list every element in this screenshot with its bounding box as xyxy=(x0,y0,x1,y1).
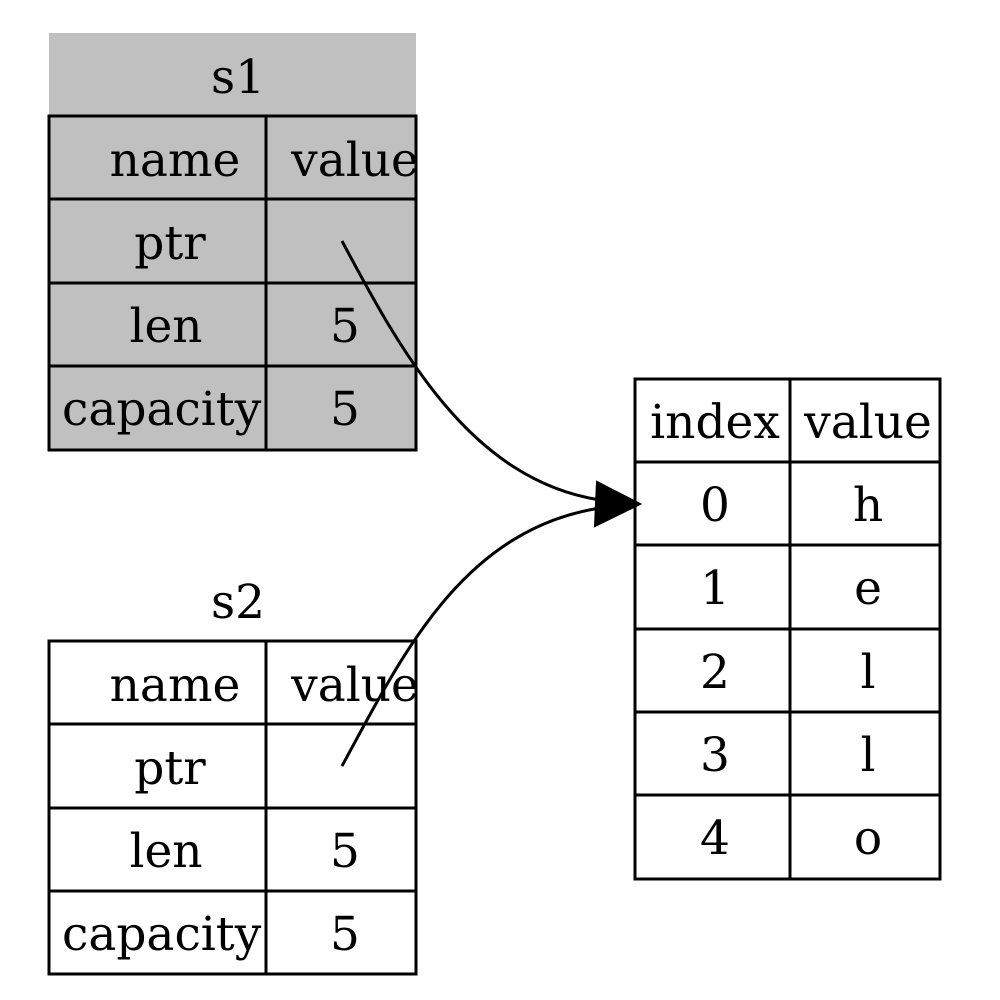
s2-title: s2 xyxy=(211,575,265,630)
s1-header-value: value xyxy=(290,133,419,188)
heap-table: index value 0 h 1 e 2 l 3 l 4 o xyxy=(633,377,942,881)
s1-ptr-label: ptr xyxy=(134,216,206,271)
heap-value-cell: o xyxy=(854,811,882,866)
heap-header-index: index xyxy=(650,395,780,450)
s1-len-label: len xyxy=(129,299,202,354)
s2-len-label: len xyxy=(129,824,202,879)
heap-value-cell: e xyxy=(854,561,882,616)
heap-value-cell: h xyxy=(853,478,883,533)
heap-index-cell: 2 xyxy=(700,645,730,700)
s2-header-value: value xyxy=(290,658,419,713)
s2-ptr-arrow xyxy=(340,506,601,767)
s1-table: s1 name value ptr len 5 capacity 5 xyxy=(47,33,419,452)
s1-capacity-value: 5 xyxy=(330,382,360,437)
s2-capacity-value: 5 xyxy=(330,907,360,962)
s1-len-value: 5 xyxy=(330,299,360,354)
heap-index-cell: 0 xyxy=(700,478,730,533)
s2-table: s2 name value ptr len 5 capacity 5 xyxy=(47,575,419,976)
heap-index-cell: 3 xyxy=(700,728,730,783)
s1-capacity-label: capacity xyxy=(62,382,262,437)
s2-header-name: name xyxy=(110,658,241,713)
pointer-arrows xyxy=(340,240,643,767)
s1-header-name: name xyxy=(110,133,241,188)
heap-index-cell: 4 xyxy=(700,811,730,866)
s2-ptr-label: ptr xyxy=(134,741,206,796)
s2-len-value: 5 xyxy=(330,824,360,879)
s2-capacity-label: capacity xyxy=(62,907,262,962)
heap-value-cell: l xyxy=(860,728,875,783)
arrowhead-icon xyxy=(593,480,643,528)
s1-background xyxy=(49,33,416,450)
heap-value-cell: l xyxy=(860,645,875,700)
s1-ptr-arrow xyxy=(340,240,601,502)
s1-title: s1 xyxy=(211,50,265,105)
heap-index-cell: 1 xyxy=(700,561,730,616)
heap-header-value: value xyxy=(803,395,932,450)
